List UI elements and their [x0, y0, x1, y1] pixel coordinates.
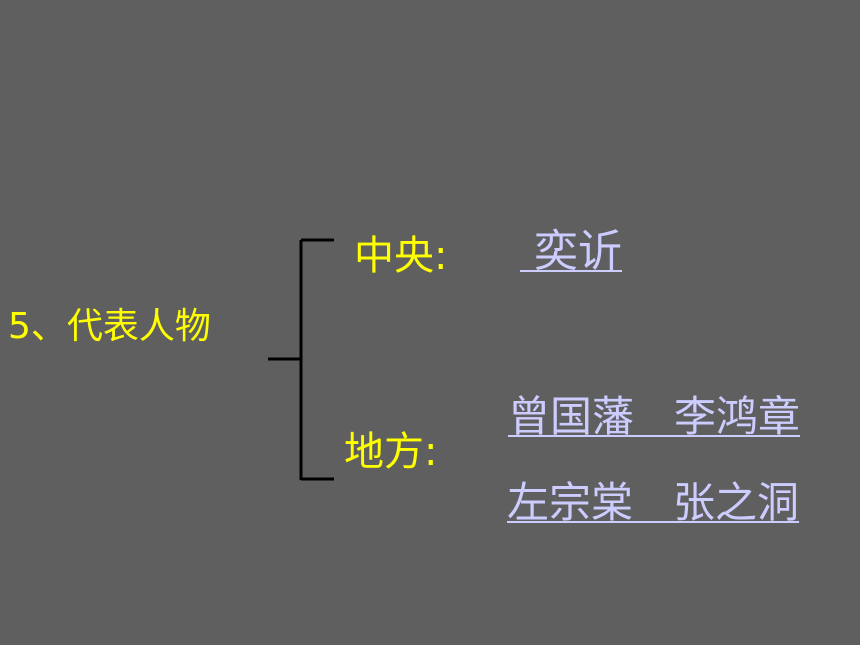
local-answer-line-2: 左宗棠 张之洞 — [507, 478, 800, 527]
central-label: 中央: — [354, 233, 448, 279]
topic-heading: 5、代表人物 — [8, 306, 211, 347]
central-answer: 奕䜣 — [520, 226, 622, 277]
local-answer-line-1: 曾国藩 李鸿章 — [508, 392, 801, 441]
local-label: 地方: — [344, 429, 438, 475]
